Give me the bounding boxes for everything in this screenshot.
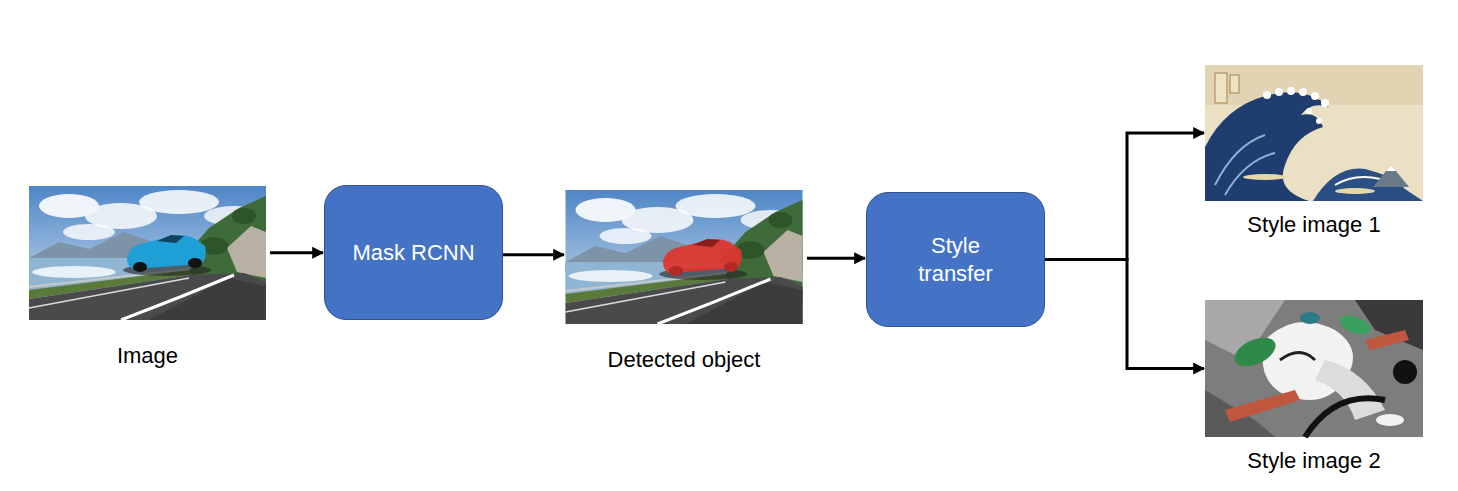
process-box: Style transfer <box>866 192 1045 327</box>
flow-arrow <box>807 257 865 260</box>
image-node: Image <box>29 186 266 370</box>
flow-arrow <box>1045 260 1204 369</box>
box-label: Mask RCNN <box>352 239 474 267</box>
image-node: Detected object <box>565 190 803 374</box>
image-caption: Style image 1 <box>1247 211 1380 239</box>
image-caption: Detected object <box>608 346 761 374</box>
flow-arrow <box>503 253 564 256</box>
flow-arrow <box>270 251 323 254</box>
box-label: Style transfer <box>901 232 1011 287</box>
flow-arrow <box>1045 133 1204 260</box>
picture-area <box>29 186 266 320</box>
image-caption: Style image 2 <box>1247 447 1380 475</box>
picture-area <box>1205 300 1423 437</box>
image-node: Style image 1 <box>1205 65 1423 239</box>
image-node: Style image 2 <box>1205 300 1423 475</box>
picture-area <box>565 190 803 324</box>
picture-area <box>1205 65 1423 201</box>
image-caption: Image <box>117 342 178 370</box>
process-box: Mask RCNN <box>324 185 503 320</box>
